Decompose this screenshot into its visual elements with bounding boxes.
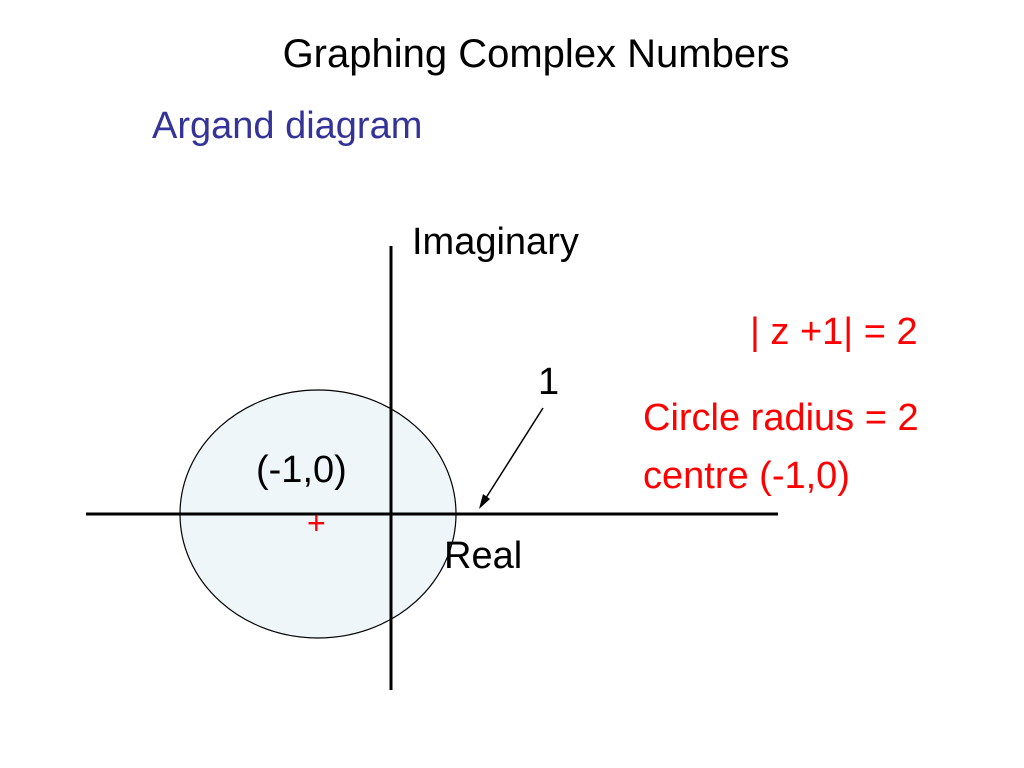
real-axis-label: Real bbox=[444, 535, 523, 577]
description-centre: centre (-1,0) bbox=[643, 455, 850, 497]
equation-label: | z +1| = 2 bbox=[750, 311, 918, 353]
radius-label: 1 bbox=[538, 361, 560, 403]
centre-marker: + bbox=[307, 505, 326, 541]
slide-title: Graphing Complex Numbers bbox=[282, 32, 790, 76]
imaginary-axis-label: Imaginary bbox=[412, 221, 579, 263]
pointer-arrow-head bbox=[479, 494, 490, 509]
description-radius: Circle radius = 2 bbox=[643, 397, 919, 439]
centre-label: (-1,0) bbox=[256, 449, 347, 491]
pointer-arrow-line bbox=[483, 407, 544, 502]
slide-subtitle: Argand diagram bbox=[152, 105, 423, 147]
